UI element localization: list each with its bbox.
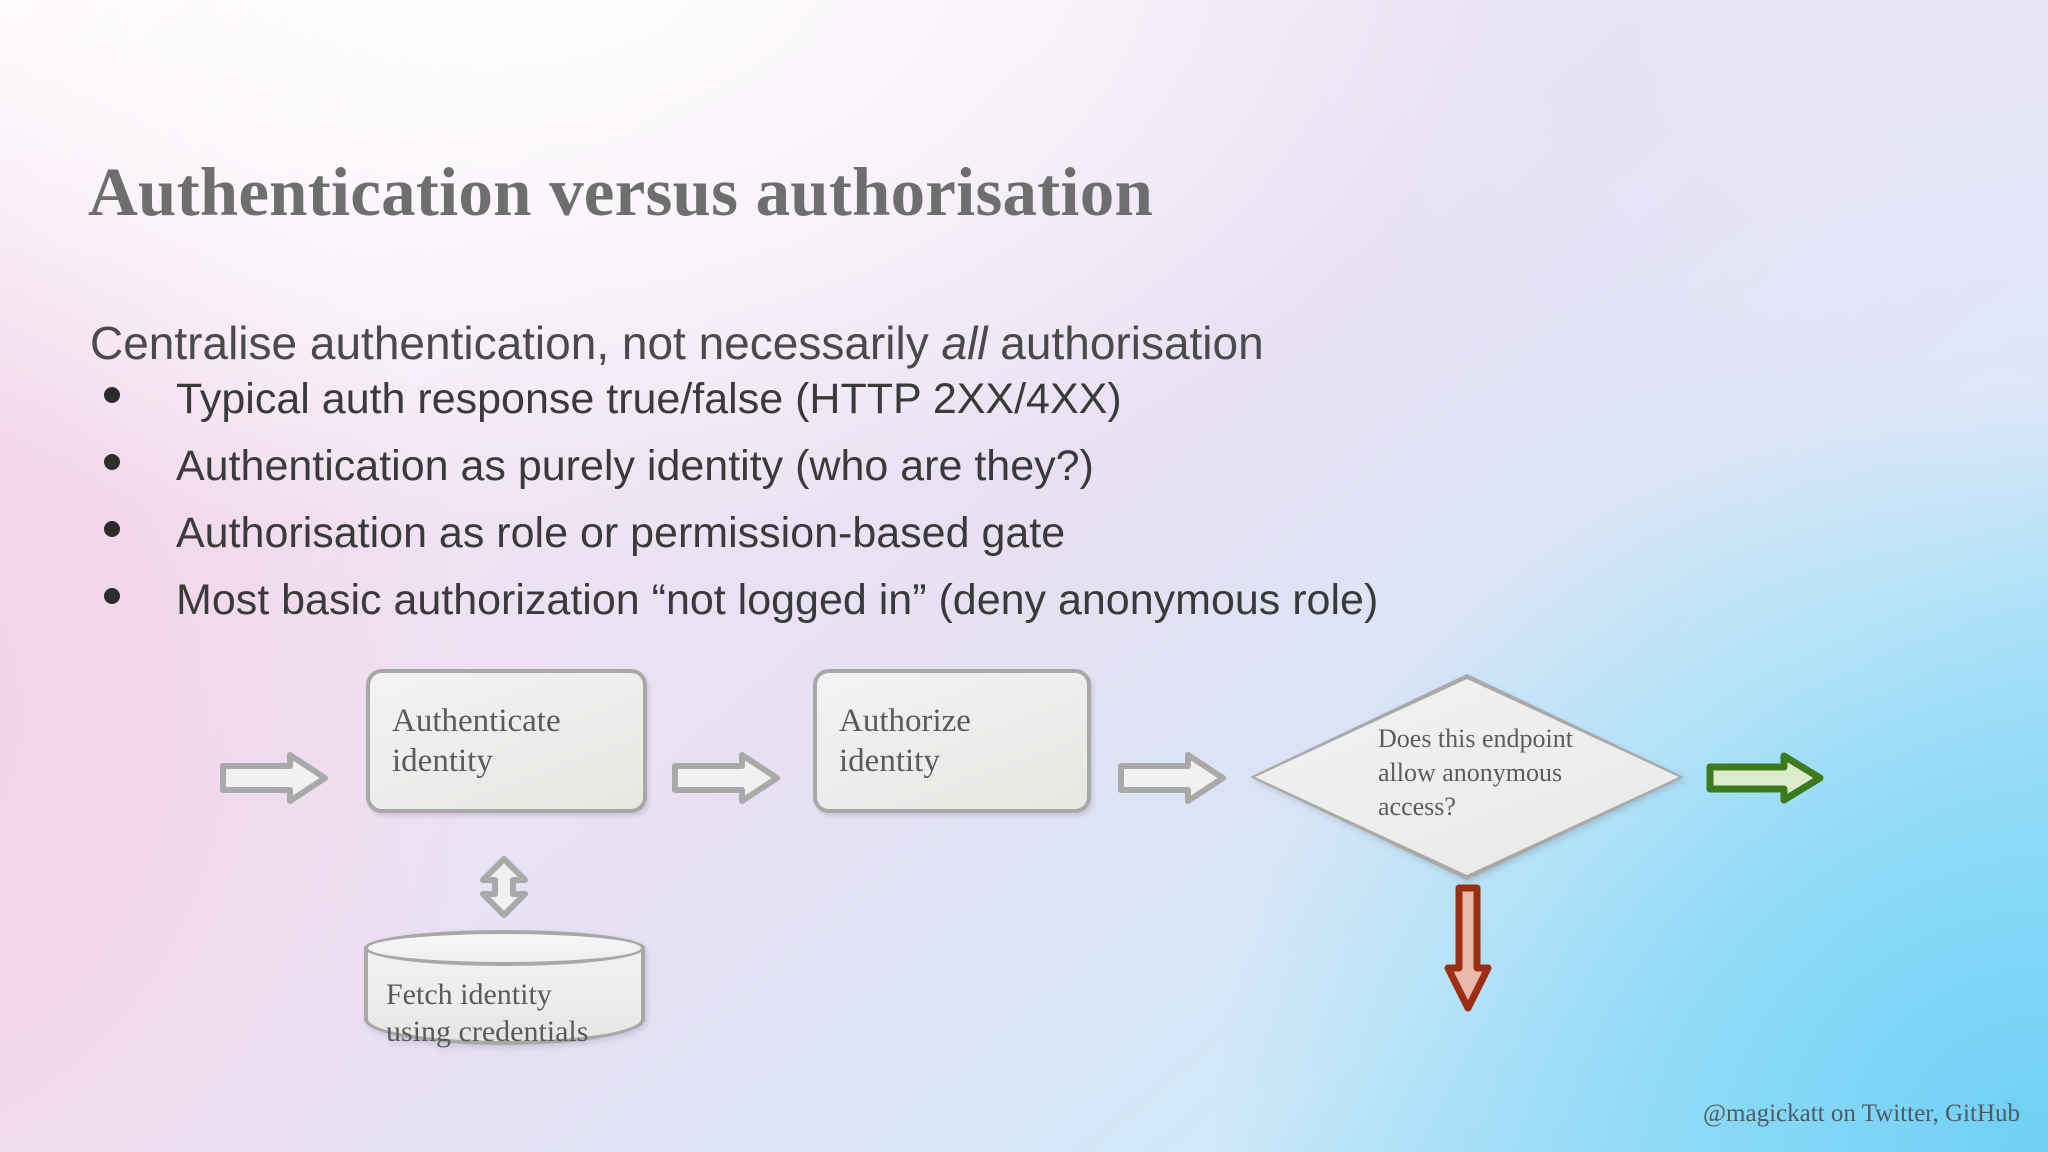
node-label: Fetch identity using credentials (386, 978, 589, 1049)
authenticate-to-authorize-arrow-icon (672, 752, 780, 804)
list-item: Typical auth response true/false (HTTP 2… (104, 378, 1378, 421)
slide-subtitle: Centralise authentication, not necessari… (90, 318, 1264, 369)
cylinder-top-ellipse (364, 930, 645, 966)
bullet-dot-icon (104, 521, 120, 537)
subtitle-emphasis: all (941, 317, 988, 369)
node-label: Does this endpoint allow anonymous acces… (1378, 724, 1573, 821)
allow-access-arrow-icon (1706, 752, 1824, 804)
identity-lookup-bidirectional-arrow-icon (479, 856, 529, 918)
list-item-label: Most basic authorization “not logged in”… (176, 576, 1379, 624)
list-item-label: Authorisation as role or permission-base… (176, 509, 1066, 557)
deny-access-arrow-icon (1444, 884, 1492, 1012)
list-item: Authentication as purely identity (who a… (104, 445, 1378, 488)
subtitle-part-2: authorisation (987, 317, 1264, 369)
bullet-dot-icon (104, 387, 120, 403)
list-item-label: Authentication as purely identity (who a… (176, 442, 1094, 490)
list-item-label: Typical auth response true/false (HTTP 2… (176, 375, 1122, 423)
node-anonymous-access-decision[interactable]: Does this endpoint allow anonymous acces… (1250, 674, 1684, 880)
list-item: Authorisation as role or permission-base… (104, 512, 1378, 555)
node-authenticate-identity[interactable]: Authenticate identity (366, 669, 647, 813)
bullet-list: Typical auth response true/false (HTTP 2… (104, 378, 1378, 646)
node-label: Authorize identity (839, 702, 971, 779)
bullet-dot-icon (104, 454, 120, 470)
node-authorize-identity[interactable]: Authorize identity (813, 669, 1091, 813)
page-title: Authentication versus authorisation (88, 154, 1154, 231)
bullet-dot-icon (104, 588, 120, 604)
list-item: Most basic authorization “not logged in”… (104, 579, 1378, 622)
authorize-to-decision-arrow-icon (1118, 752, 1226, 804)
subtitle-part-1: Centralise authentication, not necessari… (90, 317, 942, 369)
node-fetch-identity-datastore[interactable]: Fetch identity using credentials (364, 930, 645, 1062)
inbound-arrow-icon (220, 752, 328, 804)
author-credit: @magickatt on Twitter, GitHub (1703, 1100, 2020, 1127)
node-label: Authenticate identity (392, 702, 561, 779)
